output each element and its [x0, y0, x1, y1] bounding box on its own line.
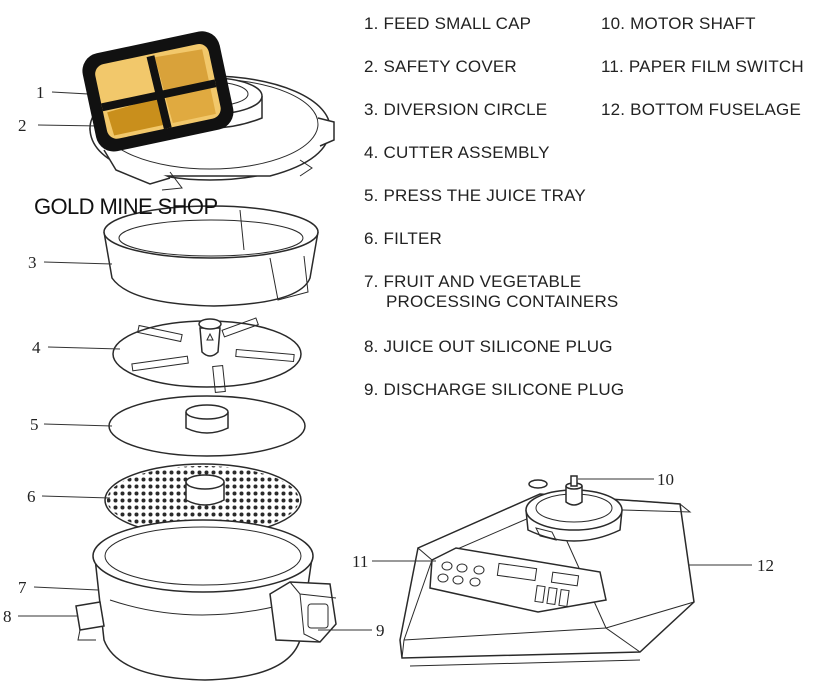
callout-9: 9: [376, 621, 385, 640]
legend-item-text: 1. FEED SMALL CAP: [364, 14, 532, 33]
legend-item: 3. DIVERSION CIRCLE: [364, 100, 547, 120]
legend-item-text: 3. DIVERSION CIRCLE: [364, 100, 548, 119]
gold-bar-logo: [82, 31, 234, 152]
legend-item-text: 12. BOTTOM FUSELAGE: [601, 100, 801, 119]
callout-2: 2: [18, 116, 27, 135]
legend-item: 4. CUTTER ASSEMBLY: [364, 143, 550, 163]
legend-item: 12. BOTTOM FUSELAGE: [601, 100, 801, 120]
legend-item: 2. SAFETY COVER: [364, 57, 517, 77]
legend-item: 5. PRESS THE JUICE TRAY: [364, 186, 586, 206]
discharge-plug: [269, 581, 337, 643]
legend-item: 1. FEED SMALL CAP: [364, 14, 531, 34]
legend-item-text: 7. FRUIT AND VEGETABLE: [364, 272, 582, 291]
callout-12: 12: [757, 556, 774, 575]
brand-name: GOLD MINE SHOP: [34, 194, 218, 219]
callout-8: 8: [3, 607, 12, 626]
legend-item: 11. PAPER FILM SWITCH: [601, 57, 804, 77]
legend-item: 8. JUICE OUT SILICONE PLUG: [364, 337, 613, 357]
juice-out-plug: [75, 601, 105, 641]
legend-item-text: 11. PAPER FILM SWITCH: [601, 57, 804, 76]
legend-item-text: 10. MOTOR SHAFT: [601, 14, 756, 33]
callout-4: 4: [32, 338, 41, 357]
legend-item: 6. FILTER: [364, 229, 442, 249]
legend-item-text: 9. DISCHARGE SILICONE PLUG: [364, 380, 625, 399]
motor-shaft: [525, 475, 623, 542]
callout-11: 11: [352, 552, 368, 571]
legend-item-text: 4. CUTTER ASSEMBLY: [364, 143, 550, 162]
callout-5: 5: [30, 415, 39, 434]
callout-3: 3: [28, 253, 37, 272]
paper-film-switch: [429, 547, 607, 613]
callout-10: 10: [657, 470, 674, 489]
callout-numbers: 1 2 3 4 5 6 7 8 9 10 11 12: [3, 83, 774, 640]
legend-item-text: 6. FILTER: [364, 229, 443, 248]
legend-item-text: PROCESSING CONTAINERS: [386, 292, 619, 311]
press-juice-tray: [108, 395, 306, 457]
legend-item-text: 5. PRESS THE JUICE TRAY: [364, 186, 586, 205]
legend-item: 10. MOTOR SHAFT: [601, 14, 756, 34]
cutter-assembly: [112, 317, 302, 394]
processing-container: [92, 519, 314, 681]
legend-item-text: 8. JUICE OUT SILICONE PLUG: [364, 337, 613, 356]
legend-item: 9. DISCHARGE SILICONE PLUG: [364, 380, 624, 400]
legend-item-text: 2. SAFETY COVER: [364, 57, 517, 76]
callout-6: 6: [27, 487, 36, 506]
diversion-circle: [103, 205, 319, 307]
callout-1: 1: [36, 83, 45, 102]
callout-7: 7: [18, 578, 27, 597]
